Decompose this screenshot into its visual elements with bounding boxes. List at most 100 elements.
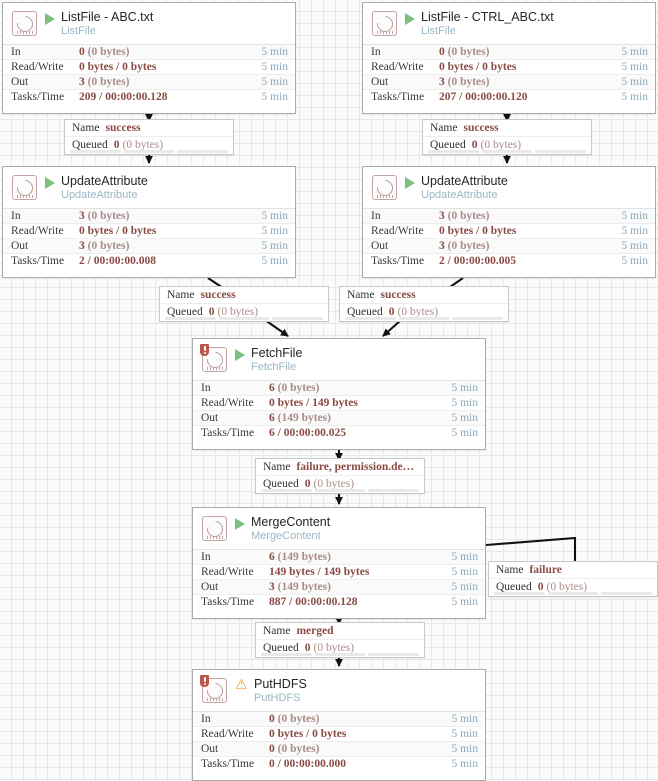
processor-icon-wrap: [10, 10, 40, 40]
stat-row: Tasks/Time 2 / 00:00:00.008 5 min: [3, 254, 295, 269]
run-arrow-icon: [235, 518, 245, 530]
processor-icon-wrap: [370, 174, 400, 204]
stat-label-tasks-time: Tasks/Time: [201, 596, 255, 608]
stat-time-in: 5 min: [261, 45, 288, 58]
stat-value-read-write: 0 bytes / 0 bytes: [79, 224, 157, 237]
stat-label-read-write: Read/Write: [201, 727, 254, 740]
stat-label-tasks-time: Tasks/Time: [11, 91, 65, 103]
stat-value-out: 3 (0 bytes): [439, 75, 490, 88]
stat-label-out: Out: [11, 75, 29, 88]
connection-queued-bytes: (0 bytes): [122, 139, 164, 151]
stat-row: Read/Write 0 bytes / 149 bytes 5 min: [193, 396, 485, 411]
connection-listfile-abc-success[interactable]: Name success Queued 0 (0 bytes): [64, 119, 234, 155]
stat-label-out: Out: [201, 742, 219, 755]
bulletin-indicator-icon[interactable]: [200, 344, 209, 356]
stat-label-read-write: Read/Write: [371, 60, 424, 73]
stat-time-out: 5 min: [261, 75, 288, 88]
connection-name-row: Name failure, permission.denied…: [256, 459, 424, 476]
stat-value-tasks-time: 6 / 00:00:00.025: [269, 427, 346, 439]
connection-queued-row: Queued 0 (0 bytes): [160, 304, 328, 321]
stat-value-in: 0 (0 bytes): [79, 45, 130, 58]
processor-type: UpdateAttribute: [421, 189, 498, 201]
processor-type: MergeContent: [251, 530, 321, 542]
processor-icon-wrap: [200, 344, 230, 376]
connection-queued-row: Queued 0 (0 bytes): [256, 640, 424, 657]
processor-name: ListFile - CTRL_ABC.txt: [421, 10, 554, 24]
processor-name: FetchFile: [251, 346, 303, 360]
connection-updateattribute-right-success[interactable]: Name success Queued 0 (0 bytes): [339, 286, 509, 322]
stat-row: In 0 (0 bytes) 5 min: [363, 45, 655, 60]
connection-name-row: Name success: [65, 120, 233, 137]
stat-label-out: Out: [201, 580, 219, 593]
stat-time-read-write: 5 min: [261, 60, 288, 73]
stat-label-out: Out: [371, 75, 389, 88]
processor-fetchfile[interactable]: FetchFile FetchFile In 6 (0 bytes) 5 min…: [192, 338, 486, 450]
bulletin-indicator-icon[interactable]: [200, 675, 209, 687]
connection-relationship: failure: [529, 563, 562, 576]
processor-puthdfs[interactable]: ⚠ PutHDFS PutHDFS In 0 (0 bytes) 5 min R…: [192, 669, 486, 781]
stat-label-tasks-time: Tasks/Time: [371, 255, 425, 267]
stat-label-in: In: [11, 45, 21, 58]
stat-time-out: 5 min: [451, 742, 478, 755]
stat-time-read-write: 5 min: [451, 396, 478, 409]
stat-time-tasks-time: 5 min: [621, 91, 648, 103]
connection-updateattribute-left-success[interactable]: Name success Queued 0 (0 bytes): [159, 286, 329, 322]
processor-type: PutHDFS: [254, 692, 301, 704]
processor-titles: ListFile - ABC.txt ListFile: [61, 10, 289, 38]
stat-value-tasks-time: 207 / 00:00:00.120: [439, 91, 528, 103]
connection-queued-label: Queued: [430, 139, 466, 151]
stat-time-out: 5 min: [621, 239, 648, 252]
processor-icon-ticks: [207, 536, 225, 539]
processor-header: UpdateAttribute UpdateAttribute: [363, 167, 655, 208]
connection-queued-count: 0: [471, 139, 478, 151]
run-arrow-icon: [405, 13, 415, 25]
processor-titles: UpdateAttribute UpdateAttribute: [421, 174, 649, 202]
stat-row: Read/Write 0 bytes / 0 bytes 5 min: [363, 60, 655, 75]
connection-queued-count: 0: [304, 478, 311, 490]
stat-row: Tasks/Time 6 / 00:00:00.025 5 min: [193, 426, 485, 441]
processor-titles: UpdateAttribute UpdateAttribute: [61, 174, 289, 202]
stat-time-tasks-time: 5 min: [451, 758, 478, 770]
connection-capacity-bar: [261, 653, 420, 656]
processor-icon-ticks: [17, 195, 35, 198]
stat-row: Tasks/Time 887 / 00:00:00.128 5 min: [193, 595, 485, 610]
stat-value-in: 6 (149 bytes): [269, 550, 331, 563]
processor-icon: [372, 11, 397, 36]
processor-name: UpdateAttribute: [61, 174, 148, 188]
processor-updateattribute-right[interactable]: UpdateAttribute UpdateAttribute In 3 (0 …: [362, 166, 656, 278]
stat-time-tasks-time: 5 min: [261, 255, 288, 267]
processor-listfile-ctrl-abc[interactable]: ListFile - CTRL_ABC.txt ListFile In 0 (0…: [362, 2, 656, 114]
connection-queued-row: Queued 0 (0 bytes): [65, 137, 233, 154]
stat-label-tasks-time: Tasks/Time: [371, 91, 425, 103]
stat-row: Tasks/Time 0 / 00:00:00.000 5 min: [193, 757, 485, 772]
processor-type: UpdateAttribute: [61, 189, 138, 201]
connection-relationship: success: [200, 288, 236, 301]
connection-capacity-bar: [494, 592, 653, 595]
processor-listfile-abc[interactable]: ListFile - ABC.txt ListFile In 0 (0 byte…: [2, 2, 296, 114]
stat-value-out: 3 (0 bytes): [439, 239, 490, 252]
stat-row: Read/Write 0 bytes / 0 bytes 5 min: [193, 727, 485, 742]
processor-icon-ticks: [207, 698, 225, 701]
connection-listfile-ctrl-success[interactable]: Name success Queued 0 (0 bytes): [422, 119, 592, 155]
stat-time-out: 5 min: [621, 75, 648, 88]
connection-name-row: Name merged: [256, 623, 424, 640]
processor-stats: In 6 (149 bytes) 5 min Read/Write 149 by…: [193, 549, 485, 610]
processor-icon-wrap: [200, 675, 230, 707]
stat-label-tasks-time: Tasks/Time: [201, 427, 255, 439]
stat-row: Read/Write 0 bytes / 0 bytes 5 min: [363, 224, 655, 239]
stat-label-tasks-time: Tasks/Time: [11, 255, 65, 267]
run-arrow-icon: [405, 177, 415, 189]
processor-stats: In 0 (0 bytes) 5 min Read/Write 0 bytes …: [193, 711, 485, 772]
stat-value-read-write: 0 bytes / 0 bytes: [439, 224, 517, 237]
stat-time-tasks-time: 5 min: [261, 91, 288, 103]
connection-mergecontent-merged[interactable]: Name merged Queued 0 (0 bytes): [255, 622, 425, 658]
processor-mergecontent[interactable]: MergeContent MergeContent In 6 (149 byte…: [192, 507, 486, 619]
connection-mergecontent-failure[interactable]: Name failure Queued 0 (0 bytes): [488, 561, 658, 597]
processor-updateattribute-left[interactable]: UpdateAttribute UpdateAttribute In 3 (0 …: [2, 166, 296, 278]
connection-fetchfile-failure[interactable]: Name failure, permission.denied… Queued …: [255, 458, 425, 494]
processor-stats: In 0 (0 bytes) 5 min Read/Write 0 bytes …: [363, 44, 655, 105]
processor-type: FetchFile: [251, 361, 297, 373]
processor-name: UpdateAttribute: [421, 174, 508, 188]
processor-icon-ticks: [377, 195, 395, 198]
